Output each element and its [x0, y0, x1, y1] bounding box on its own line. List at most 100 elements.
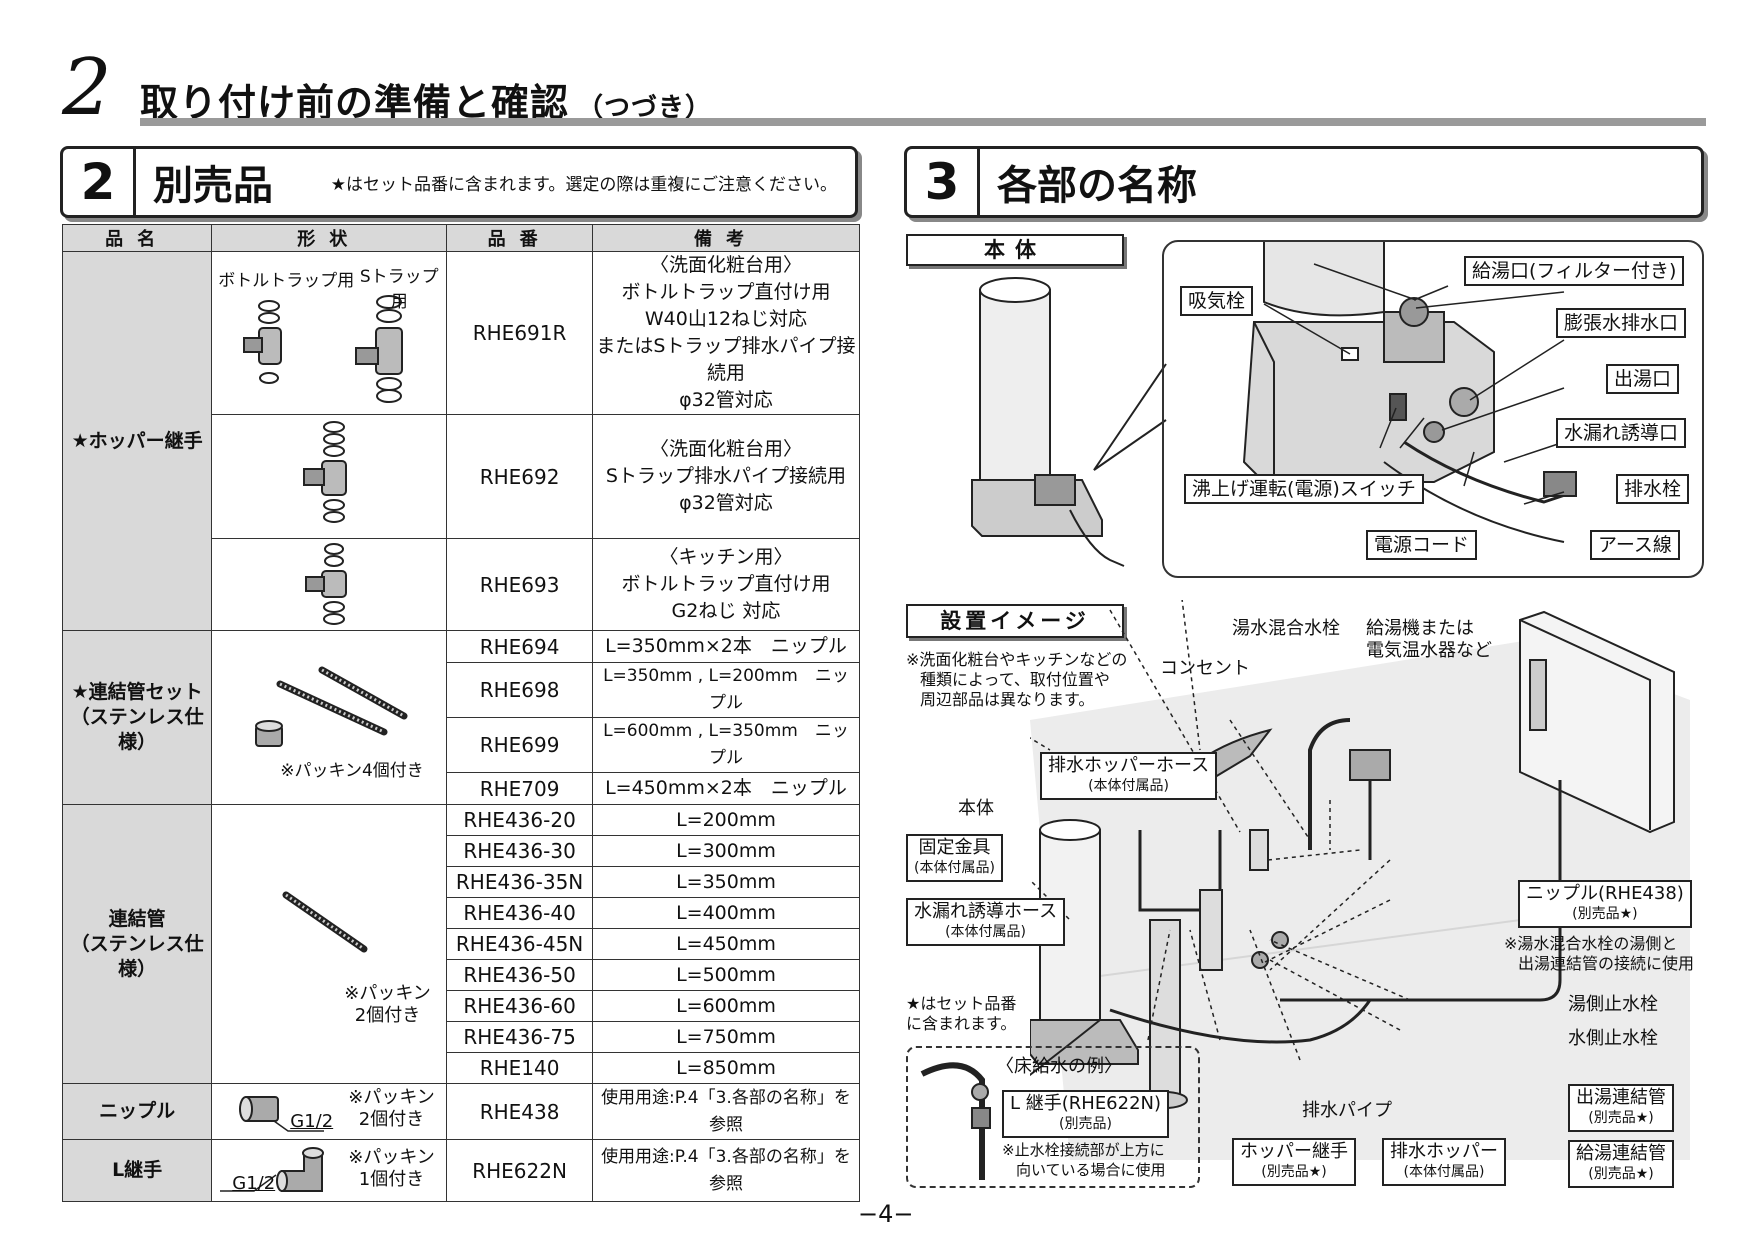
label-bracket-sub: (本体付属品) — [914, 860, 995, 876]
pipe-code: RHE436-35N — [446, 866, 593, 898]
pipe-remark: L=200mm — [591, 804, 861, 836]
label-drain-hopper-sub: (本体付属品) — [1403, 1164, 1485, 1180]
pipe-name-line1: 連結管 — [108, 907, 166, 930]
hopper-remarks-1: 〈洗面化粧台用〉 ボトルトラップ直付け用 W40山12ねじ対応 またはSトラップ… — [591, 251, 861, 415]
label-in-pipe: 給湯連結管 (別売品★) — [1568, 1140, 1674, 1188]
star-note: ★はセット品番に含まれます。 — [906, 994, 1016, 1034]
elbow-note: ※止水栓接続部が上方に向いている場合に使用 — [1002, 1140, 1166, 1180]
pipe-set-code: RHE709 — [446, 772, 593, 805]
elbow-note-line1: ※パッキン — [348, 1146, 435, 1168]
pipe-set-remark: L=350mm , L=200mm ニップル — [591, 662, 861, 718]
hopper-joint-illustration — [305, 543, 348, 625]
hopper-code-2: RHE692 — [446, 414, 593, 539]
remark-line: 〈キッチン用〉 — [659, 546, 793, 568]
pipe-remark: L=300mm — [591, 835, 861, 867]
section3-title: 各部の名称 — [997, 163, 1197, 209]
label-nipple: ニップル(RHE438)(別売品★) — [1518, 880, 1692, 928]
label-expansion: 膨張水排水口 — [1556, 308, 1687, 338]
nipple-code: RHE438 — [446, 1083, 593, 1140]
label-nipple-sub: (別売品★) — [1572, 906, 1638, 922]
label-outlet: 出湯口 — [1606, 364, 1680, 394]
table-row: RHE709 L=450mm×2本 ニップル — [63, 772, 861, 805]
remark-line: ボトルトラップ直付け用 — [621, 281, 831, 303]
label-in-pipe-main: 給湯連結管 — [1576, 1143, 1666, 1164]
remark-line: φ32管対応 — [679, 389, 773, 411]
column-header-name: 品名 — [61, 224, 213, 252]
water-heater-illustration — [971, 277, 1125, 567]
pipe-code: RHE436-30 — [446, 835, 593, 867]
pipe-shape-note-line1: ※パッキン — [344, 983, 431, 1004]
pipe-set-remark: L=600mm , L=350mm ニップル — [591, 717, 861, 773]
install-note-line: ※洗面化粧台やキッチンなどの — [906, 650, 1128, 669]
nipple-illustration — [239, 1095, 325, 1132]
pipe-set-code: RHE699 — [446, 717, 593, 773]
label-cold-valve: 水側止水栓 — [1568, 1028, 1658, 1049]
body-detail-panel — [1162, 240, 1704, 578]
label-out-pipe-main: 出湯連結管 — [1576, 1087, 1666, 1108]
elbow-illustration — [220, 1146, 325, 1192]
label-hopper-hose-sub: (本体付属品) — [1088, 778, 1170, 794]
hopper-name: ★ホッパー継手 — [61, 251, 213, 631]
label-heater-line2: 電気温水器など — [1366, 640, 1492, 661]
pipe-code: RHE436-60 — [446, 990, 593, 1022]
hopper-shape-2 — [211, 414, 448, 539]
hopper-remarks-2: 〈洗面化粧台用〉 Sトラップ排水パイプ接続用 φ32管対応 — [591, 414, 861, 539]
label-outlet-socket: コンセント — [1160, 658, 1250, 679]
label-in-pipe-sub: (別売品★) — [1588, 1166, 1654, 1182]
pipe-name: 連結管（ステンレス仕様） — [61, 804, 213, 1084]
section2-title: 別売品 — [153, 163, 273, 209]
chapter-title-text: 取り付け前の準備と確認 — [140, 81, 570, 125]
zoom-pointer — [1093, 363, 1167, 471]
nipple-name: ニップル — [61, 1083, 213, 1140]
remark-line: Sトラップ排水パイプ接続用 — [605, 465, 846, 487]
pipe-remark: L=450mm — [591, 928, 861, 960]
nipple-remark: 使用用途:P.4「3.各部の名称」を参照 — [591, 1083, 861, 1140]
elbow-note-line2: 向いている場合に使用 — [1016, 1161, 1166, 1179]
pipe-set-remark: L=450mm×2本 ニップル — [591, 772, 861, 805]
elbow-thread: G1/2 — [232, 1172, 276, 1194]
remark-line: ボトルトラップ直付け用 — [621, 573, 831, 595]
chapter-title: 取り付け前の準備と確認（つづき） — [140, 72, 712, 127]
elbow-note-line2: 1個付き — [358, 1168, 425, 1190]
label-drain-hopper-main: 排水ホッパー — [1390, 1141, 1498, 1162]
install-note: ※洗面化粧台やキッチンなどの 種類によって、取付位置や 周辺部品は異なります。 — [906, 650, 1127, 710]
remark-line: 〈洗面化粧台用〉 — [649, 254, 802, 276]
body-tag: 本体 — [906, 234, 1124, 266]
label-drain-pipe: 排水パイプ — [1302, 1100, 1392, 1121]
remark-line: またはSトラップ排水パイプ接続用 — [596, 335, 856, 384]
table-row: RHE698 L=350mm , L=200mm ニップル — [63, 662, 861, 718]
label-hopper-joint-main: ホッパー継手 — [1240, 1141, 1348, 1162]
pipe-code: RHE436-45N — [446, 928, 593, 960]
label-elbow-main: L 継手(RHE622N) — [1010, 1093, 1162, 1114]
header-rule — [140, 118, 1706, 126]
label-cord: 電源コード — [1366, 530, 1478, 560]
pipe-shape-note-line2: 2個付き — [354, 1005, 421, 1026]
install-note-line: 種類によって、取付位置や — [920, 670, 1110, 689]
page-number: −4− — [858, 1200, 914, 1228]
pipe-set-name-line2: （ステンレス仕様） — [70, 706, 204, 753]
pipe-set-shape-note: ※パッキン4個付き — [280, 760, 424, 781]
floor-example-title: 〈床給水の例〉 — [996, 1056, 1122, 1077]
body-detail-illustration — [1242, 242, 1577, 543]
label-intake: 吸気栓 — [1180, 286, 1254, 316]
pipe-illustration — [282, 891, 368, 953]
nipple-thread: G1/2 — [290, 1110, 334, 1132]
table-row: ★ホッパー継手 ボトルトラップ用 Sトラップ用 RHE691R 〈洗面化粧台用〉… — [61, 251, 861, 631]
pipe-set-name-line1: ★連結管セット — [71, 681, 203, 703]
pipe-code: RHE436-40 — [446, 897, 593, 929]
section3-header: 3 各部の名称 — [904, 146, 1704, 218]
nipple-note-line2: 出湯連結管の接続に使用 — [1518, 954, 1695, 973]
label-out-pipe: 出湯連結管(別売品★) — [1568, 1084, 1674, 1132]
label-elbow: L 継手(RHE622N)(別売品) — [1002, 1090, 1170, 1138]
label-body: 本体 — [958, 798, 994, 819]
pipe-set-illustration — [255, 666, 408, 747]
